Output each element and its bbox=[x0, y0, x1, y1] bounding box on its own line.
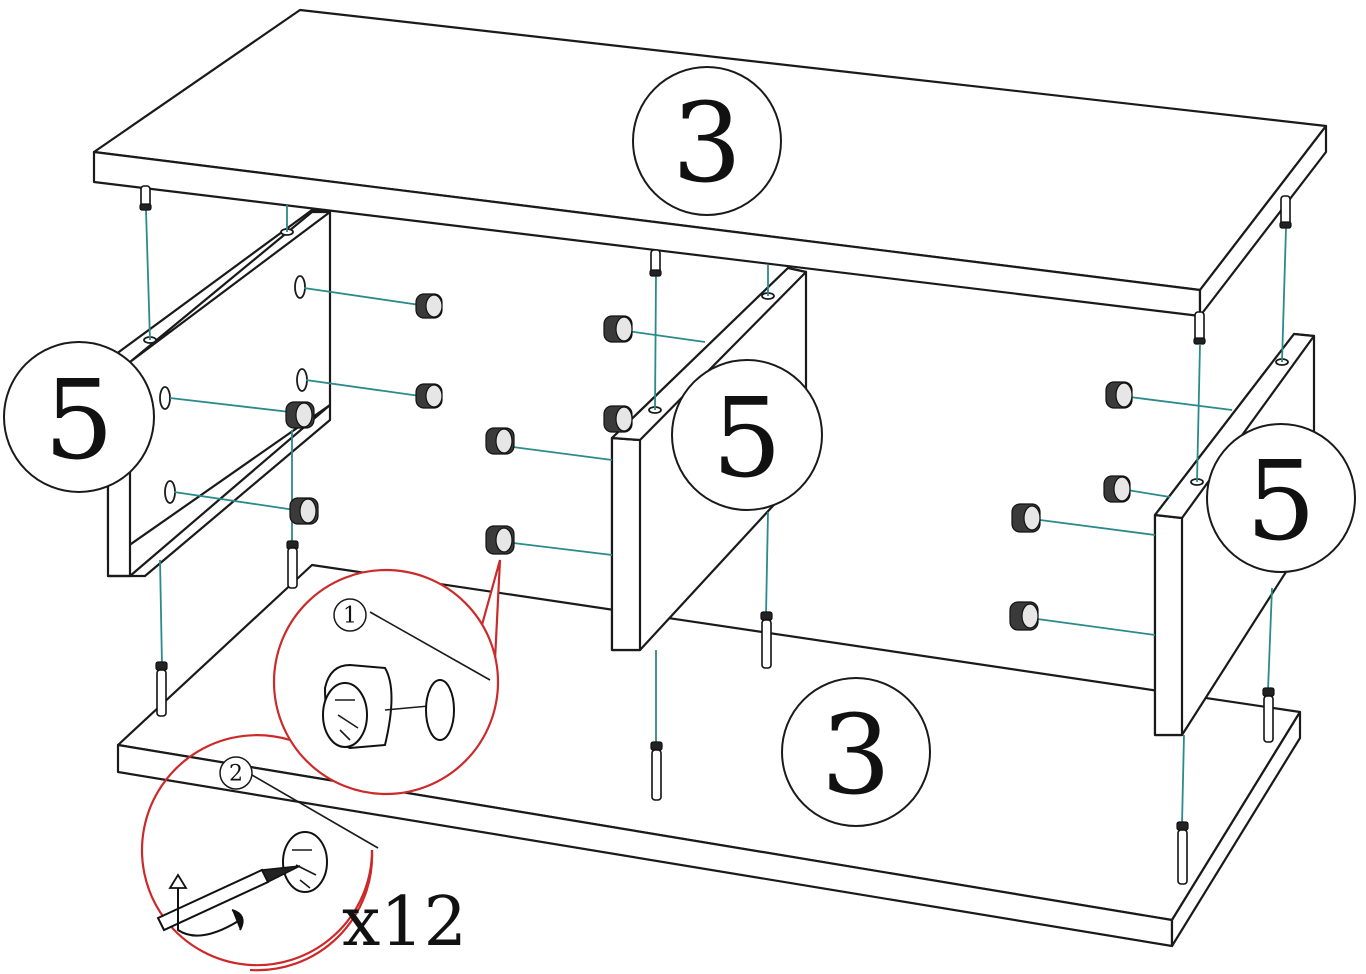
left-side-panel bbox=[106, 208, 332, 578]
dowel-pin-icon bbox=[649, 249, 662, 277]
dowel-pin-icon bbox=[1262, 687, 1275, 743]
panel-label-text: 3 bbox=[672, 79, 742, 207]
cam-lock-icon bbox=[285, 401, 315, 429]
cam-lock-icon bbox=[1103, 475, 1131, 503]
dowel-pin-icon bbox=[1279, 195, 1292, 229]
panel-label-middle: 5 bbox=[671, 359, 823, 511]
cam-hole bbox=[159, 386, 171, 410]
dowel-pin-icon bbox=[1193, 311, 1206, 345]
detail-callout-1: 1 bbox=[272, 559, 502, 796]
cam-lock-icon bbox=[1009, 601, 1039, 631]
cam-lock-icon bbox=[289, 497, 319, 525]
dowel-pin-icon bbox=[286, 540, 299, 589]
dowel-pin-icon bbox=[650, 741, 663, 801]
rotate-arrow-icon bbox=[168, 873, 244, 937]
cam-lock-icon bbox=[322, 663, 455, 750]
panel-label-bottom: 3 bbox=[781, 677, 931, 827]
panel-label-left: 5 bbox=[3, 341, 155, 493]
panel-label-text: 5 bbox=[1246, 437, 1316, 565]
step-number: 2 bbox=[229, 762, 243, 787]
cam-lock-icon bbox=[1105, 381, 1133, 409]
screwdriver-icon bbox=[156, 865, 301, 932]
cam-lock-icon bbox=[415, 293, 443, 319]
quantity-label: x12 bbox=[342, 883, 467, 962]
cam-lock-icon bbox=[415, 383, 443, 409]
dowel-pin-icon bbox=[760, 611, 773, 669]
cam-lock-icon bbox=[603, 405, 633, 433]
assembly-guide-lines bbox=[145, 205, 1287, 826]
cam-hole bbox=[296, 368, 308, 392]
cam-hole bbox=[294, 275, 306, 299]
cam-lock-icon bbox=[1011, 503, 1041, 533]
panel-label-text: 5 bbox=[44, 356, 114, 484]
panel-label-text: 3 bbox=[821, 691, 891, 819]
cam-lock-icon bbox=[282, 831, 328, 893]
detail-callout-2: 2 bbox=[140, 734, 379, 972]
cam-hole bbox=[164, 480, 176, 504]
dowel-pins bbox=[139, 185, 1292, 885]
cam-lock-icon bbox=[485, 525, 515, 555]
panel-label-right: 5 bbox=[1206, 423, 1356, 573]
panel-label-text: 5 bbox=[712, 374, 782, 502]
dowel-pin-icon bbox=[155, 661, 168, 717]
dowel-pin-icon bbox=[139, 185, 152, 211]
cam-lock-fittings bbox=[285, 293, 1133, 631]
step-number: 1 bbox=[343, 604, 357, 629]
dowel-pin-icon bbox=[1176, 821, 1189, 885]
panel-label-top: 3 bbox=[632, 66, 782, 216]
cam-lock-icon bbox=[603, 315, 633, 343]
cam-lock-icon bbox=[485, 427, 515, 455]
